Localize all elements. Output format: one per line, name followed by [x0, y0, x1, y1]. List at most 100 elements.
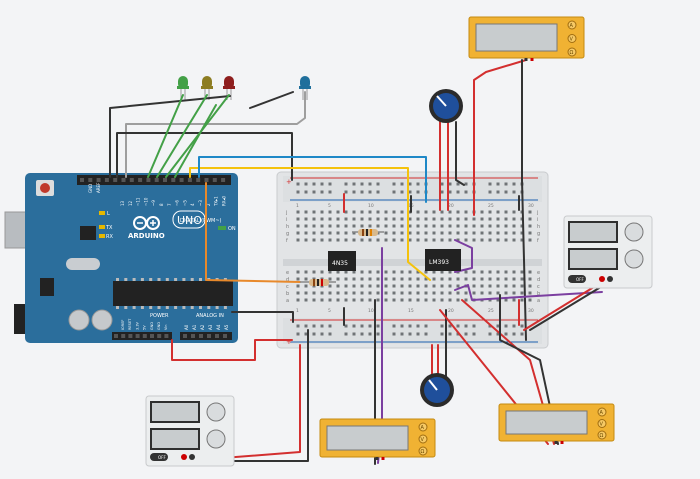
row-label-e: e — [286, 270, 289, 276]
power-pin-2: 3.3V — [135, 321, 139, 330]
row-label-f: f — [286, 238, 288, 244]
on-label: ON — [228, 226, 236, 232]
dial-1: V — [570, 37, 574, 43]
blue-led[interactable] — [299, 76, 311, 100]
resistor-2[interactable] — [300, 279, 336, 286]
digital-pin-12: TX▸1 — [214, 196, 219, 207]
row-label-right-a: a — [537, 298, 540, 304]
row-label-c: c — [286, 284, 289, 290]
wire-gray — [125, 91, 306, 178]
row-label-j: j — [285, 210, 287, 216]
power-pin-6: Vin — [164, 324, 168, 330]
analog-pin-A0: A0 — [184, 324, 189, 330]
col-label-bottom-25: 25 — [488, 308, 494, 314]
psu-switch-label: OFF — [576, 277, 584, 282]
row-label-b: b — [286, 291, 289, 297]
wire-green-4 — [174, 104, 217, 178]
arduino-logo — [133, 216, 160, 230]
rx-label: RX — [106, 234, 113, 240]
wire-orange — [205, 182, 301, 283]
col-label-bottom-1: 1 — [296, 308, 299, 314]
dial-1: V — [421, 437, 425, 443]
row-label-right-g: g — [537, 231, 540, 237]
dial-0: A — [421, 425, 425, 431]
row-label-right-f: f — [537, 238, 539, 244]
digital-pin-13: RX◂0 — [221, 195, 226, 206]
wire-blue — [198, 156, 427, 203]
digital-pin-6: 7 — [167, 203, 172, 206]
breadboard-holes — [296, 182, 532, 336]
row-label-right-c: c — [537, 284, 540, 290]
row-label-right-j: j — [536, 210, 538, 216]
led-group — [177, 76, 311, 100]
digital-label: DIGITAL (PWM~) — [180, 218, 222, 224]
wire-red-right-psu — [523, 281, 603, 331]
row-label-right-e: e — [537, 270, 540, 276]
reset-button[interactable] — [40, 183, 50, 193]
digital-pin-2: ~11 — [136, 197, 141, 206]
analog-pin-A1: A1 — [192, 324, 197, 330]
digital-pin-9: 4 — [190, 203, 195, 206]
comparator-chip[interactable]: LM393 — [425, 249, 461, 271]
digital-pin-8: ~5 — [182, 200, 187, 206]
digital-pin-7: ~6 — [175, 200, 180, 206]
psu-switch-label: OFF — [158, 455, 166, 460]
multimeter-1[interactable]: AVΩ — [468, 16, 585, 61]
wire-red-top-meter — [473, 59, 527, 216]
brand-label: ARDUINO — [128, 232, 165, 240]
model-label: UNO — [177, 214, 202, 227]
col-label-bottom-30: 30 — [528, 308, 534, 314]
row-label-h: h — [286, 224, 289, 230]
power-supply-2[interactable]: OFF — [145, 395, 235, 467]
gnd-label: GND — [88, 184, 93, 193]
l-label: L — [107, 211, 110, 217]
row-label-d: d — [286, 277, 289, 283]
aref-label: AREF — [96, 182, 101, 193]
dial-0: A — [600, 410, 604, 416]
optocoupler-label: 4N35 — [332, 260, 348, 267]
row-label-right-d: d — [537, 277, 540, 283]
wire-green-2 — [156, 94, 208, 178]
dial-2: Ω — [421, 449, 425, 455]
row-label-right-h: h — [537, 224, 540, 230]
multimeter-3[interactable]: AVΩ — [498, 403, 615, 444]
potentiometer-top[interactable] — [429, 89, 463, 123]
analog-pin-A5: A5 — [224, 324, 229, 330]
col-label-10: 10 — [368, 203, 374, 209]
col-label-bottom-5: 5 — [328, 308, 331, 314]
wire-black-gnd — [231, 311, 294, 323]
row-label-i: i — [286, 217, 287, 223]
col-label-bottom-15: 15 — [408, 308, 414, 314]
analog-pin-A2: A2 — [200, 324, 205, 330]
col-label-25: 25 — [488, 203, 494, 209]
comparator-label: LM393 — [429, 259, 449, 266]
wire-purple-1 — [454, 239, 473, 273]
dial-2: Ω — [600, 433, 604, 439]
wire-black-led-gnd — [109, 95, 231, 178]
multimeter-2[interactable]: AVΩ — [319, 418, 436, 460]
digital-pin-5: 8 — [159, 203, 164, 206]
power-pin-0: IOREF — [121, 320, 125, 330]
optocoupler-chip[interactable]: 4N35 — [328, 251, 356, 271]
power-label: POWER — [150, 313, 169, 319]
col-label-1: 1 — [296, 203, 299, 209]
wire-red-5v — [171, 339, 293, 361]
potentiometer-bottom[interactable] — [420, 373, 454, 407]
digital-pin-10: ~3 — [198, 200, 203, 206]
row-label-right-i: i — [537, 217, 538, 223]
power-pin-1: RESET — [128, 318, 132, 330]
resistor-1[interactable] — [352, 229, 384, 236]
analog-label: ANALOG IN — [196, 313, 224, 319]
power-pin-3: 5V — [143, 325, 147, 330]
row-label-a: a — [286, 298, 289, 304]
analog-header — [180, 332, 232, 340]
power-supply-1[interactable]: OFF — [563, 215, 653, 289]
col-label-20: 20 — [448, 203, 454, 209]
